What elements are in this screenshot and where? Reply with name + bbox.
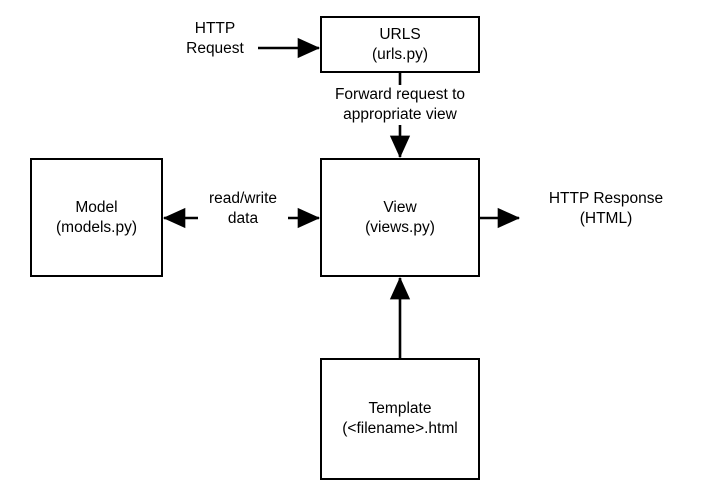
node-template-title: Template	[368, 400, 432, 418]
node-view-file: (views.py)	[365, 218, 435, 236]
node-view[interactable]: View (views.py)	[320, 158, 480, 277]
node-template[interactable]: Template (<filename>.html	[320, 358, 480, 480]
node-view-title: View	[383, 198, 417, 216]
edge-label-readwrite-line2: data	[227, 210, 259, 228]
label-http-response-line2: (HTML)	[579, 209, 633, 227]
edge-label-forward-line2: appropriate view	[343, 106, 457, 124]
label-http-request-line1: HTTP	[194, 20, 236, 37]
label-http-response: HTTP Response (HTML)	[528, 189, 684, 229]
node-urls-file: (urls.py)	[372, 45, 428, 63]
node-urls[interactable]: URLS (urls.py)	[320, 16, 480, 73]
node-template-file: (<filename>.html	[342, 420, 458, 437]
node-model[interactable]: Model (models.py)	[30, 158, 163, 277]
edge-label-readwrite-line1: read/write	[208, 190, 278, 207]
label-http-request: HTTP Request	[169, 19, 261, 59]
label-http-response-line1: HTTP Response	[548, 190, 664, 207]
edge-label-read-write-data: read/write data	[198, 189, 288, 230]
edge-label-forward-request: Forward request to appropriate view	[318, 85, 482, 126]
node-urls-title: URLS	[379, 25, 421, 43]
node-model-title: Model	[75, 198, 118, 216]
edge-label-forward-line1: Forward request to	[334, 86, 466, 103]
label-http-request-line2: Request	[186, 39, 244, 57]
node-model-file: (models.py)	[56, 218, 137, 236]
